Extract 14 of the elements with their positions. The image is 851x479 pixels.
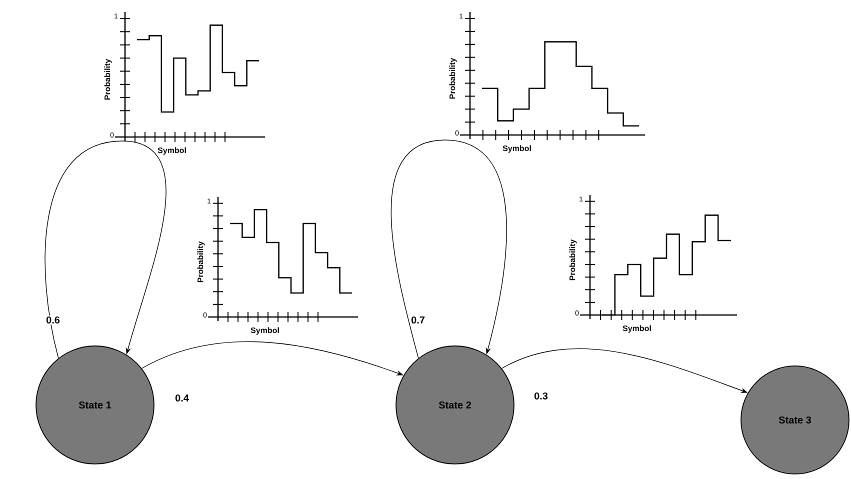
axis-label: Probability [197,241,205,282]
axis-label: Symbol [156,146,188,156]
axis-label: Probability [449,58,457,99]
edge-label: 0.3 [533,391,549,401]
edge-label: 0.7 [410,315,426,325]
edge-label: 0.4 [174,393,190,403]
loop-arrow [390,140,507,358]
edge-label: 0.6 [45,315,61,325]
axis-label: Probability [569,239,577,280]
loop-arrow [44,140,166,358]
axis-label: Probability [104,58,112,100]
axis-label: Symbol [250,326,280,336]
axis-label: Symbol [622,324,652,334]
axis-label: Symbol [502,144,532,154]
